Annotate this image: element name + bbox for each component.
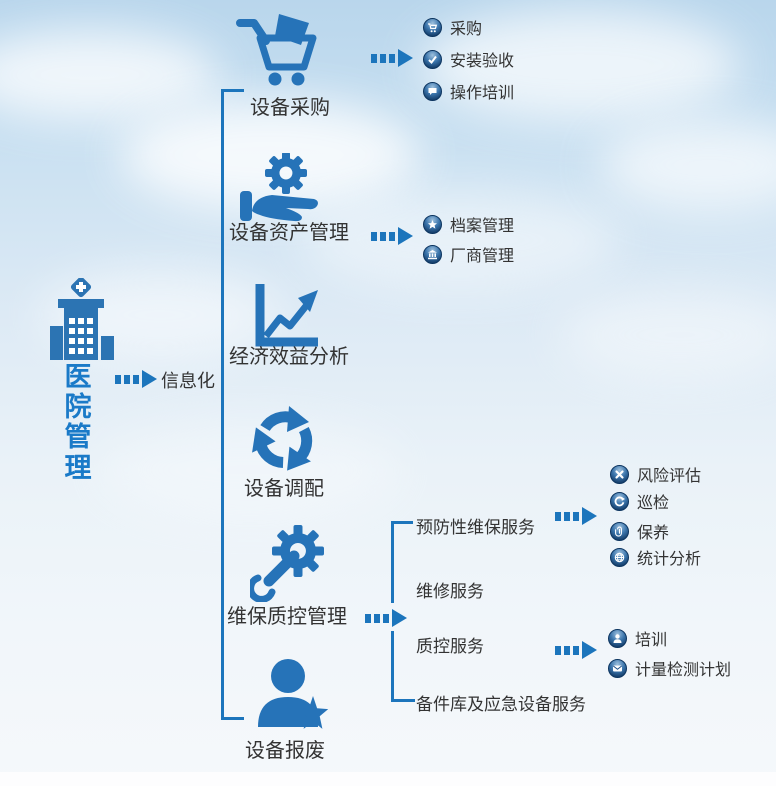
sub-bracket-top-stub <box>391 521 413 524</box>
line-chart-icon <box>255 284 318 347</box>
leaf-label: 档案管理 <box>450 218 515 235</box>
list-item: 安装验收 <box>423 47 514 71</box>
cloud-shape <box>420 10 740 120</box>
x-mark-icon <box>610 464 629 484</box>
hand-gear-icon <box>240 153 318 222</box>
globe-icon <box>610 547 629 567</box>
preventive-arrow-icon <box>555 507 597 525</box>
leaf-label: 安装验收 <box>450 53 515 70</box>
sub-bracket-bottom-stub <box>391 699 415 702</box>
leaf-label: 培训 <box>635 632 668 649</box>
sub-bracket-line-upper <box>391 521 394 603</box>
cloud-shape <box>600 120 776 210</box>
refresh-icon <box>610 491 629 511</box>
sub-bracket-line-lower <box>391 631 394 702</box>
user-star-icon <box>258 659 329 729</box>
list-item: 档案管理 <box>423 212 514 236</box>
leaf-label: 巡检 <box>637 495 670 512</box>
list-item: 统计分析 <box>610 545 701 569</box>
main-bracket-bottom-stub <box>221 717 244 720</box>
root-title: 医院管理 <box>64 362 92 483</box>
leaf-label: 保养 <box>637 525 670 542</box>
list-item: 培训 <box>608 626 667 650</box>
branch-label-allocation: 设备调配 <box>244 478 324 500</box>
cloud-shape <box>0 30 220 120</box>
list-item: 操作培训 <box>423 79 514 103</box>
branch-label-procurement: 设备采购 <box>250 97 330 119</box>
asset-mgmt-arrow-icon <box>371 227 413 245</box>
gear-wrench-icon <box>250 525 324 602</box>
procurement-arrow-icon <box>371 49 413 67</box>
bottom-strip <box>0 772 776 786</box>
shopping-cart-icon <box>236 14 317 86</box>
cloud-shape <box>120 100 420 210</box>
recycle-icon <box>252 406 313 471</box>
branch-label-economic-analysis: 经济效益分析 <box>229 346 349 368</box>
leaf-label: 风险评估 <box>637 468 702 485</box>
main-bracket-line <box>221 89 224 720</box>
branch-label-asset-mgmt: 设备资产管理 <box>229 222 349 244</box>
leaf-label: 采购 <box>450 21 483 38</box>
star-icon <box>423 214 442 234</box>
qc-service-arrow-icon <box>555 641 597 659</box>
leaf-label: 操作培训 <box>450 85 515 102</box>
maintenance-qc-arrow-icon <box>365 609 407 627</box>
list-item: 采购 <box>423 15 482 39</box>
list-item: 保养 <box>610 519 669 543</box>
chat-icon <box>423 81 442 101</box>
main-bracket-top-stub <box>221 89 244 92</box>
list-item: 厂商管理 <box>423 242 514 266</box>
check-icon <box>423 49 442 69</box>
sub-branch-label-repair: 维修服务 <box>416 582 484 601</box>
sub-branch-label-spare-parts: 备件库及应急设备服务 <box>416 695 586 714</box>
branch-label-scrap: 设备报废 <box>245 740 325 762</box>
connector-label: 信息化 <box>161 371 215 391</box>
root-arrow-icon <box>115 370 157 388</box>
sub-branch-label-qc-service: 质控服务 <box>416 637 484 656</box>
leaf-label: 统计分析 <box>637 551 702 568</box>
sub-branch-label-preventive: 预防性维保服务 <box>416 518 535 537</box>
person-icon <box>608 628 627 648</box>
cloud-shape <box>300 190 620 290</box>
cloud-shape <box>560 290 776 380</box>
list-item: 计量检测计划 <box>608 656 731 680</box>
hospital-icon <box>50 278 114 360</box>
list-item: 风险评估 <box>610 462 701 486</box>
bank-icon <box>423 244 442 264</box>
paperclip-icon <box>610 521 629 541</box>
list-item: 巡检 <box>610 489 669 513</box>
cloud-shape <box>100 420 400 520</box>
envelope-icon <box>608 658 627 678</box>
cart-icon <box>423 17 442 37</box>
leaf-label: 厂商管理 <box>450 248 515 265</box>
branch-label-maintenance-qc: 维保质控管理 <box>227 606 347 628</box>
leaf-label: 计量检测计划 <box>635 662 732 679</box>
